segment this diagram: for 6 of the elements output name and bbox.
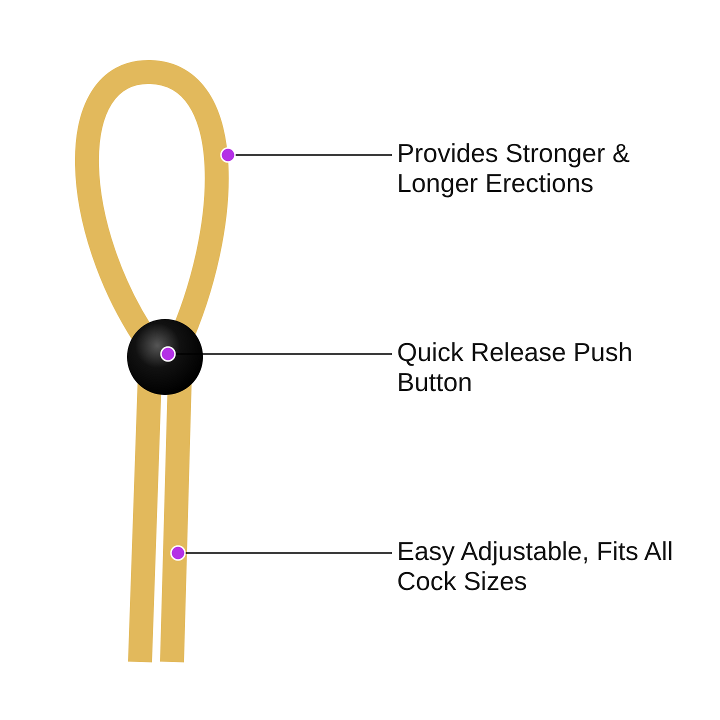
leader-line [170,545,392,561]
callout-text: Easy Adjustable, Fits All Cock Sizes [397,536,674,596]
leader-line [160,346,392,362]
callout-text: Quick Release Push Button [397,337,634,397]
leader-line [220,147,392,163]
callout-text: Provides Stronger & Longer Erections [397,138,631,198]
